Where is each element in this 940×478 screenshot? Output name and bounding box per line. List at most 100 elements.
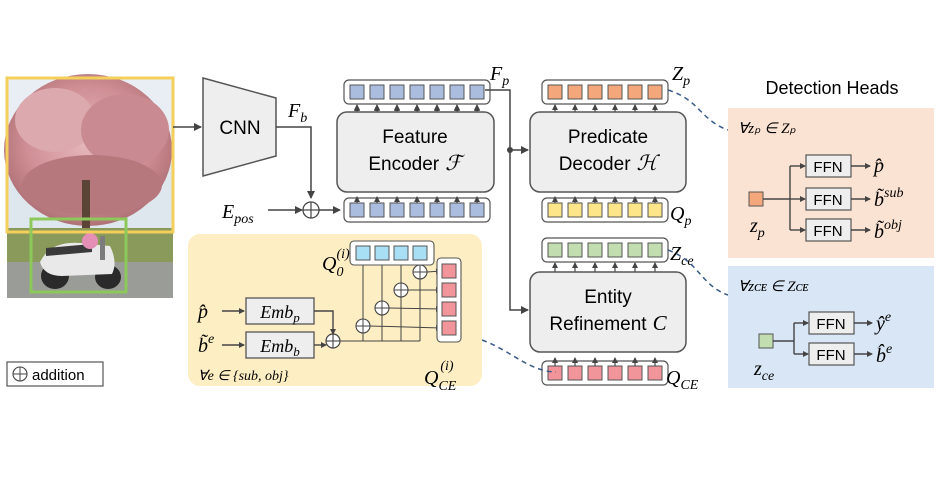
zce-token [758,333,774,349]
decoder-output-token [647,84,663,100]
input-image [4,74,173,298]
arrow-cnn-to-add [276,126,315,199]
legend: addition [6,361,104,387]
pred-condition: ∀zₚ ∈ Zₚ [738,121,796,137]
out-y-hat: ŷe [874,310,891,335]
qce-i-token [441,282,457,298]
svg-text:FFN: FFN [816,347,845,364]
refinement-query-token [567,365,583,381]
p-hat-label: p̂ [196,301,208,323]
dashed-zce-to-head [667,249,729,296]
dashed-query-to-qce [481,339,557,373]
decoder-title: Predicate [568,127,648,148]
out-b-obj: b̃obj [874,218,902,243]
detection-heads-title: Detection Heads [765,78,898,98]
encoder-input-tokens [343,104,491,223]
encoder-output-tokens [343,79,491,111]
decoder-output-token [607,84,623,100]
refinement-output-token [627,242,643,258]
zp-token [748,191,764,207]
qp-label: Qp [670,203,691,229]
qce-i-tokens [436,257,462,343]
encoder-title: Feature [382,127,447,148]
addition-icon [325,333,341,349]
encoder-input-token [409,202,425,218]
fb-label: Fb [287,100,307,126]
encoder-input-token [469,202,485,218]
decoder-query-token [587,202,603,218]
legend-text: addition [32,367,85,384]
q0-label: Q0(i) [322,247,350,280]
refinement-output-token [607,242,623,258]
zce-input-label: zce [753,358,774,384]
out-b-hat: b̂e [876,342,892,367]
encoder-input-token [449,202,465,218]
qce-i-token [441,263,457,279]
query-construction-panel: p̂ b̃e Embp Embb ∀e ∈ {sub, obj} Q0(i) Q… [188,234,482,394]
addition-icon [302,201,320,219]
encoder-output-token [409,84,425,100]
addition-icon [12,366,28,382]
svg-text:FFN: FFN [813,159,842,176]
decoder-output-token [547,84,563,100]
svg-text:FFN: FFN [816,316,845,333]
svg-text:FFN: FFN [813,223,842,240]
cnn-label: CNN [219,118,260,139]
out-p-hat: p̂ [872,155,884,177]
qcei-label: QCE(i) [424,359,457,394]
decoder-query-token [627,202,643,218]
ent-condition: ∀zᴄᴇ ∈ Zᴄᴇ [738,279,808,295]
refinement-output-tokens [541,237,669,263]
decoder-output-token [567,84,583,100]
refinement-query-token [547,365,563,381]
predicate-head-panel: ∀zₚ ∈ Zₚ zp FFN FFN FFN p̂ b̃sub b̃obj [728,108,934,258]
add-to-qce-arrow [369,324,442,331]
q0-token [374,245,390,261]
svg-text:FFN: FFN [813,192,842,209]
decoder-query-token [547,202,563,218]
emb-b-label: Embb [259,336,300,359]
refinement-query-token [587,365,603,381]
decoder-query-token [607,202,623,218]
arrow-fp-to-decoder [485,89,529,154]
decoder-output-tokens [541,79,669,105]
refinement-output-token [567,242,583,258]
arrow-fp-to-refinement [509,150,529,314]
decoder-query-token [567,202,583,218]
zp-input-label: zp [749,215,765,241]
emb-p-label: Embp [259,302,300,325]
cnn-block: CNN [202,77,277,177]
add-to-qce-arrow [388,305,442,312]
encoder-input-token [389,202,405,218]
encoder-output-token [469,84,485,100]
refinement-output-token [587,242,603,258]
refinement-query-token [607,365,623,381]
qce-i-token [441,301,457,317]
zce-label: Zce [670,243,694,269]
refinement-query-token [647,365,663,381]
forall-e-label: ∀e ∈ {sub, obj} [198,369,289,384]
out-b-sub: b̃sub [874,186,903,211]
q0-token [412,245,428,261]
encoder-output-token [429,84,445,100]
encoder-output-token [369,84,385,100]
refinement-query-tokens [541,262,669,386]
q0-tokens [349,240,435,266]
refinement-output-token [647,242,663,258]
entity-box-green [29,217,128,294]
decoder-output-token [587,84,603,100]
decoder-query-tokens [541,104,669,223]
fp-label: Fp [489,63,509,89]
encoder-output-token [449,84,465,100]
encoder-output-token [389,84,405,100]
encoder-input-token [369,202,385,218]
qce-i-token [441,320,457,336]
epos-label: Epos [221,201,254,227]
emb-b-box [245,331,315,359]
q0-token [393,245,409,261]
